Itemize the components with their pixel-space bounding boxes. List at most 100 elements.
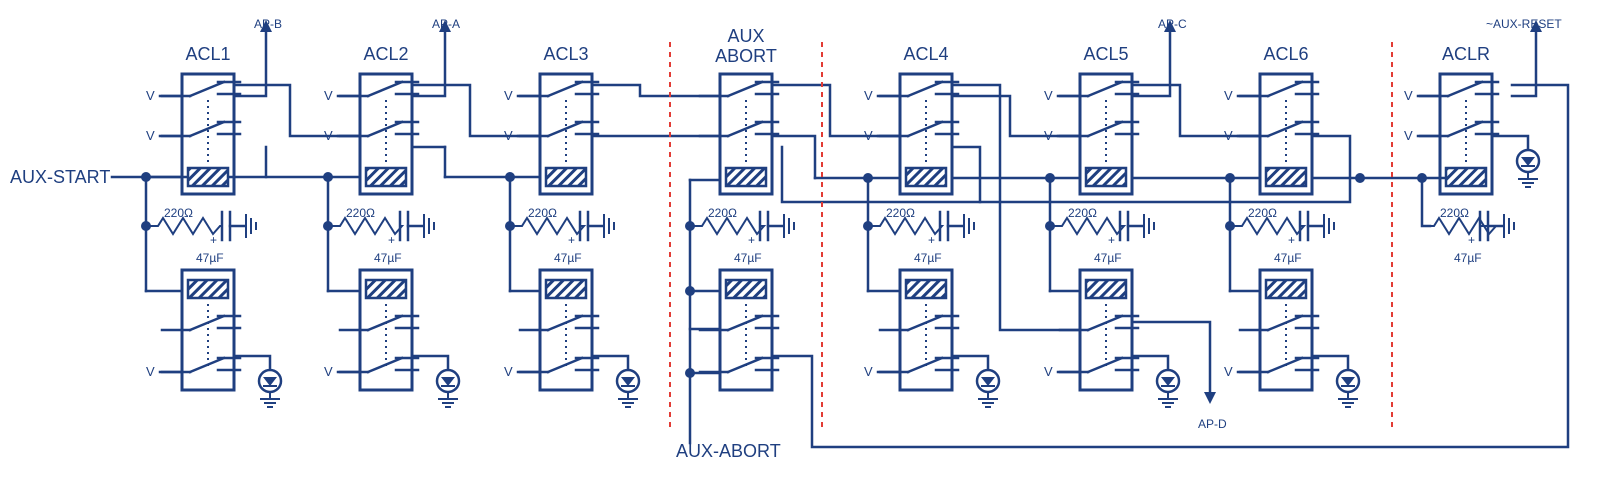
- junction-dot: [141, 221, 151, 231]
- voltage-label: V: [504, 88, 513, 103]
- junction-dot: [1225, 173, 1235, 183]
- voltage-label: V: [324, 128, 333, 143]
- resistor-value: 220Ω: [1248, 206, 1277, 220]
- status-lamp-icon: [1155, 368, 1181, 408]
- junction-dot: [505, 172, 515, 182]
- relay-title: ACL4: [903, 44, 948, 64]
- arrow-up-icon: [260, 20, 272, 32]
- resistor-value: 220Ω: [346, 206, 375, 220]
- voltage-label: V: [864, 128, 873, 143]
- resistor-value: 220Ω: [708, 206, 737, 220]
- rc-network-6: 220Ω +47µF: [1050, 206, 1155, 265]
- voltage-label: V: [1404, 88, 1413, 103]
- rc-network-8: 220Ω +47µF: [1422, 206, 1515, 265]
- resistor-value: 220Ω: [164, 206, 193, 220]
- resistor-icon: [1422, 216, 1499, 236]
- arrow-up-icon: [439, 20, 451, 32]
- aux-reset-label: ~AUX-RESET: [1486, 17, 1562, 31]
- arrow-up-icon: [1164, 20, 1176, 32]
- rc-network-2: 220Ω+47µF: [328, 206, 435, 265]
- status-lamp-icon: [615, 368, 641, 408]
- capacitor-value: 47µF: [734, 251, 762, 265]
- relay-title: ACL3: [543, 44, 588, 64]
- status-lamp-icon: [975, 368, 1001, 408]
- resistor-icon: [328, 216, 405, 236]
- relay-title: ACLR: [1442, 44, 1490, 64]
- resistor-icon: [510, 216, 587, 236]
- voltage-label: V: [1224, 128, 1233, 143]
- capacitor-value: 47µF: [554, 251, 582, 265]
- wiring: [110, 28, 1570, 449]
- relay-8: V V ACLR: [1404, 44, 1500, 196]
- rc-network-5: 220Ω +47µF: [868, 206, 975, 265]
- status-lamp-icon: [1335, 368, 1361, 408]
- voltage-label: V: [1044, 364, 1053, 379]
- rc-network-4: 220Ω+47µF: [690, 206, 795, 265]
- capacitor-polarity: +: [1108, 233, 1115, 247]
- rc-network-1: 220Ω+47µF: [146, 206, 257, 265]
- voltage-label: V: [1224, 88, 1233, 103]
- capacitor-polarity: +: [928, 233, 935, 247]
- voltage-label: V: [504, 128, 513, 143]
- capacitor-value: 47µF: [914, 251, 942, 265]
- ap-b-label: AP-B: [254, 17, 282, 31]
- junctions: [141, 172, 1427, 378]
- junction-dot: [323, 172, 333, 182]
- capacitor-value: 47µF: [1094, 251, 1122, 265]
- ap-d-label: AP-D: [1198, 417, 1227, 431]
- rc-network-3: 220Ω +47µF: [510, 206, 615, 265]
- voltage-label: V: [1044, 88, 1053, 103]
- relay-title: ACL1: [185, 44, 230, 64]
- capacitor-value: 47µF: [196, 251, 224, 265]
- relay-title: AUX: [727, 26, 764, 46]
- junction-dot: [1045, 221, 1055, 231]
- aux-abort-label: AUX-ABORT: [676, 441, 781, 461]
- junction-dot: [1417, 173, 1427, 183]
- reset-lamp-icon: [1515, 148, 1541, 188]
- capacitor-polarity: +: [388, 233, 395, 247]
- voltage-label: V: [146, 88, 155, 103]
- relay-title: ACL5: [1083, 44, 1128, 64]
- junction-dot: [863, 221, 873, 231]
- junction-dot: [1355, 173, 1365, 183]
- arrowheads: [260, 20, 1542, 404]
- arrow-up-icon: [1530, 20, 1542, 32]
- relay-title: ACL6: [1263, 44, 1308, 64]
- arrow-down-icon: [1204, 392, 1216, 404]
- capacitor-value: 47µF: [1274, 251, 1302, 265]
- voltage-label: V: [324, 88, 333, 103]
- junction-dot: [685, 286, 695, 296]
- resistor-value: 220Ω: [1068, 206, 1097, 220]
- rc-network-layer: 220Ω +47µF 220Ω +47µF 220Ω +47µF 220Ω +47µF 220Ω…: [146, 206, 1515, 265]
- voltage-label: V: [1404, 128, 1413, 143]
- voltage-label: V: [324, 364, 333, 379]
- status-lamp-icon: [435, 368, 461, 408]
- voltage-label: V: [146, 128, 155, 143]
- junction-dot: [863, 173, 873, 183]
- junction-dot: [323, 221, 333, 231]
- resistor-icon: [146, 216, 222, 236]
- relay-layer: VVACL1VVVACL2VVVACL3VAUXABORTVVACL4VVVAC…: [146, 26, 1500, 392]
- lamp-layer: [232, 134, 1541, 408]
- relay-subtitle: ABORT: [715, 46, 777, 66]
- resistor-value: 220Ω: [528, 206, 557, 220]
- voltage-label: V: [864, 364, 873, 379]
- resistor-value: 220Ω: [1440, 206, 1469, 220]
- junction-dot: [1225, 221, 1235, 231]
- resistor-value: 220Ω: [886, 206, 915, 220]
- junction-dot: [685, 221, 695, 231]
- capacitor-value: 47µF: [1454, 251, 1482, 265]
- capacitor-polarity: +: [1468, 233, 1475, 247]
- capacitor-polarity: +: [568, 233, 575, 247]
- resistor-icon: [1050, 216, 1127, 236]
- resistor-icon: [868, 216, 945, 236]
- section-separators: [669, 42, 1393, 430]
- resistor-icon: [1230, 216, 1307, 236]
